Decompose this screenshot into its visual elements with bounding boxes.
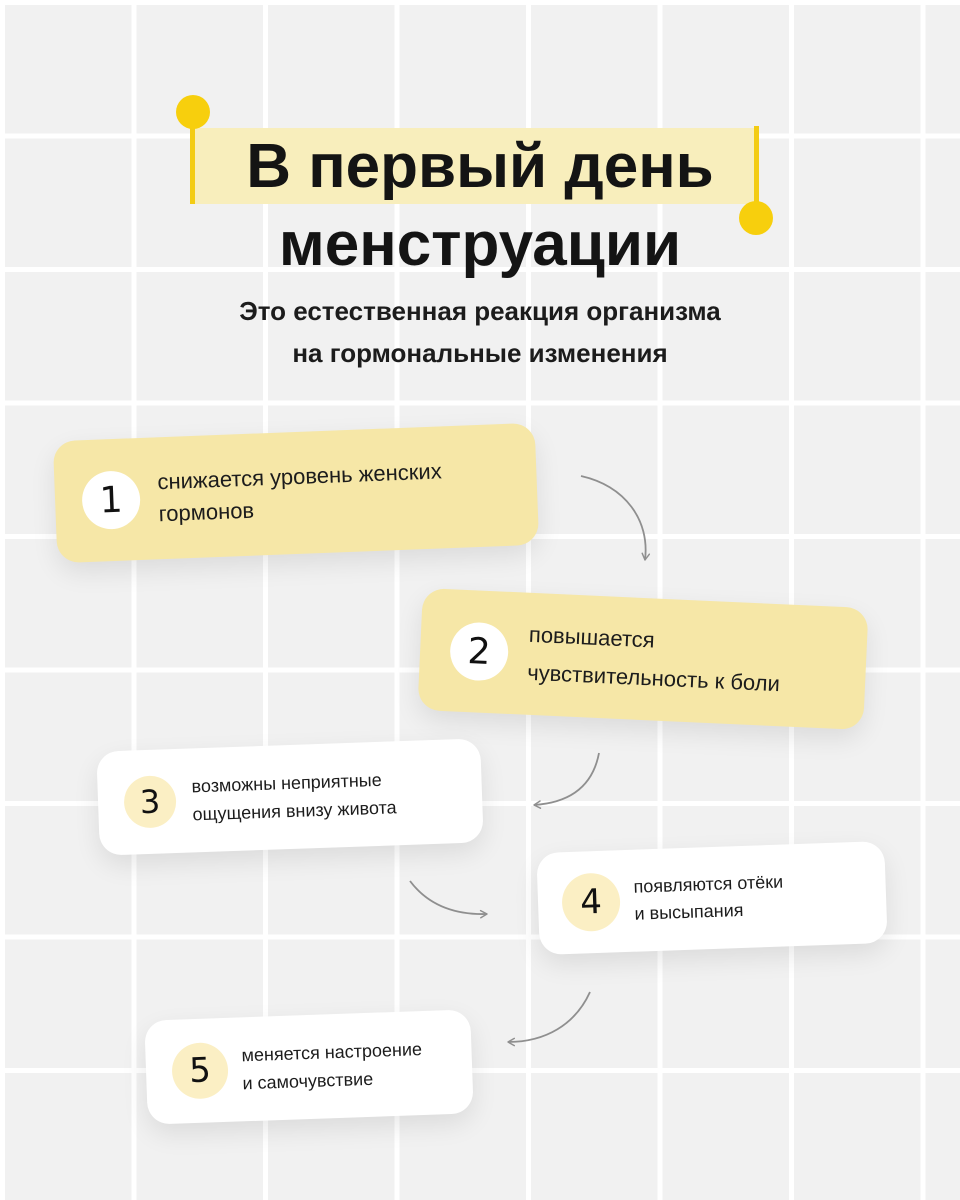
step-number-3: 3 bbox=[123, 774, 177, 829]
step-text-2: повышается чувствительность к боли bbox=[526, 616, 782, 703]
title-line-1: В первый день bbox=[246, 132, 714, 201]
step-5-line-2: и самочувствие bbox=[242, 1068, 374, 1094]
arrow-3-to-4 bbox=[409, 880, 488, 919]
arrow-2-to-3 bbox=[533, 752, 600, 809]
step-number-5: 5 bbox=[171, 1041, 230, 1100]
step-number-4: 4 bbox=[561, 872, 622, 933]
step-2-line-1: повышается bbox=[528, 621, 656, 653]
step-text-1: снижается уровень женских гормонов bbox=[157, 455, 444, 530]
step-card-5: 5 меняется настроение и самочувствие bbox=[144, 1009, 474, 1125]
title-line-2: менструации bbox=[278, 210, 682, 279]
step-card-3: 3 возможны неприятные ощущения внизу жив… bbox=[96, 738, 484, 856]
step-number-1: 1 bbox=[81, 470, 142, 531]
step-card-2: 2 повышается чувствительность к боли bbox=[417, 587, 869, 731]
highlight-bar-right bbox=[754, 126, 759, 220]
step-card-1: 1 снижается уровень женских гормонов bbox=[52, 422, 540, 564]
highlight-dot-right bbox=[739, 201, 773, 235]
step-card-4: 4 появляются отёки и высыпания bbox=[536, 840, 888, 956]
arrow-4-to-5 bbox=[507, 991, 591, 1047]
step-3-line-2: ощущения внизу живота bbox=[192, 797, 397, 825]
step-5-line-1: меняется настроение bbox=[241, 1039, 423, 1066]
step-3-line-1: возможны неприятные bbox=[191, 769, 382, 797]
step-4-line-1: появляются отёки bbox=[633, 871, 784, 897]
arrow-1-to-2 bbox=[580, 475, 651, 561]
highlight-bar-left bbox=[190, 110, 195, 204]
highlight-dot-left bbox=[176, 95, 210, 129]
title-highlight bbox=[193, 128, 757, 204]
step-1-line-1: снижается уровень женских bbox=[156, 458, 443, 495]
step-number-2: 2 bbox=[448, 621, 510, 682]
subtitle-line-1: Это естественная реакция организма bbox=[239, 296, 721, 326]
step-text-3: возможны неприятные ощущения внизу живот… bbox=[191, 765, 397, 828]
step-2-line-2: чувствительность к боли bbox=[526, 659, 781, 697]
step-1-line-2: гормонов bbox=[158, 497, 255, 527]
step-4-line-2: и высыпания bbox=[634, 899, 744, 924]
subtitle-line-2: на гормональные изменения bbox=[292, 338, 668, 368]
step-text-5: меняется настроение и самочувствие bbox=[241, 1035, 423, 1097]
step-text-4: появляются отёки и высыпания bbox=[633, 869, 784, 928]
page-title: В первый день менструации bbox=[0, 128, 960, 284]
page-subtitle: Это естественная реакция организма на го… bbox=[0, 290, 960, 374]
